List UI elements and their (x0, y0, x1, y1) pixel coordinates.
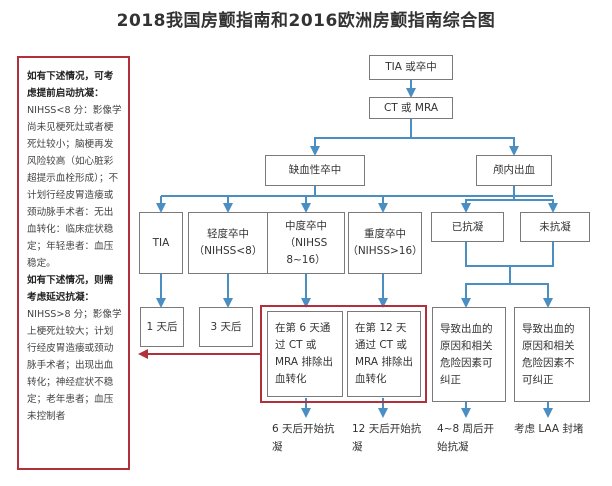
early-anticoag-heading: 如有下述情况，可考虑提前启动抗凝： (27, 71, 114, 99)
node-after-3-days: 3 天后 (199, 307, 253, 347)
node-tia: TIA (139, 212, 183, 274)
arrow-ct-to-hemorrhage (411, 137, 519, 156)
arrow-to-anticoag (461, 186, 515, 213)
node-ischemic-stroke: 缺血性卒中 (265, 155, 365, 186)
node-tia-or-stroke: TIA 或卒中 (369, 55, 453, 80)
arrow-to-no-anticoag (514, 199, 558, 213)
arrow-to-correctable (461, 266, 511, 308)
node-anticoagulated: 已抗凝 (431, 212, 504, 242)
delayed-anticoag-text: NIHSS>8 分；影像学上梗死灶较大；计划行经皮胃造瘘或颈动脉手术者；出现出血… (27, 309, 122, 422)
node-not-anticoagulated: 未抗凝 (520, 212, 590, 242)
node-ct-or-mra: CT 或 MRA (369, 97, 453, 119)
page-title: 2018我国房颤指南和2016欧洲房颤指南综合图 (116, 11, 496, 31)
arrow-to-uncorrectable (510, 283, 553, 308)
arrow-ct-to-ischemic (310, 119, 412, 156)
node-consider-laa-closure: 考虑 LAA 封堵 (514, 423, 584, 435)
ischemic-split-bar (161, 186, 553, 197)
early-anticoag-text: NIHSS<8 分：影像学尚未见梗死灶或者梗死灶较小；脑梗再发风险较高（如心脏彩… (27, 105, 122, 269)
node-cause-correctable: 导致出血的原因和相关危险因素可纠正 (432, 307, 506, 402)
node-moderate-stroke: 中度卒中（NIHSS 8~16） (267, 212, 345, 274)
node-severe-stroke: 重度卒中（NIHSS>16） (347, 212, 423, 274)
node-mild-stroke: 轻度卒中（NIHSS<8） (188, 212, 268, 274)
node-day12-imaging-check: 在第 12 天通过 CT 或 MRA 排除出血转化 (347, 311, 421, 397)
node-day6-imaging-check: 在第 6 天通过 CT 或 MRA 排除出血转化 (267, 311, 343, 397)
node-start-after-4-8-weeks: 4~8 周后开始抗凝 (437, 423, 494, 453)
node-cause-not-correctable: 导致出血的原因和相关危险因素不可纠正 (514, 307, 590, 402)
node-start-after-12-days: 12 天后开始抗凝 (352, 423, 422, 453)
node-after-1-day: 1 天后 (140, 307, 184, 347)
node-intracranial-hemorrhage: 颅内出血 (476, 155, 552, 186)
hemorrhage-join (465, 242, 554, 267)
delayed-anticoag-heading: 如有下述情况，则需考虑延迟抗凝： (27, 275, 114, 303)
anticoagulation-timing-panel: 如有下述情况，可考虑提前启动抗凝： NIHSS<8 分：影像学尚未见梗死灶或者梗… (17, 56, 130, 470)
imaging-recheck-highlight (260, 305, 427, 403)
node-start-after-6-days: 6 天后开始抗凝 (272, 423, 335, 453)
